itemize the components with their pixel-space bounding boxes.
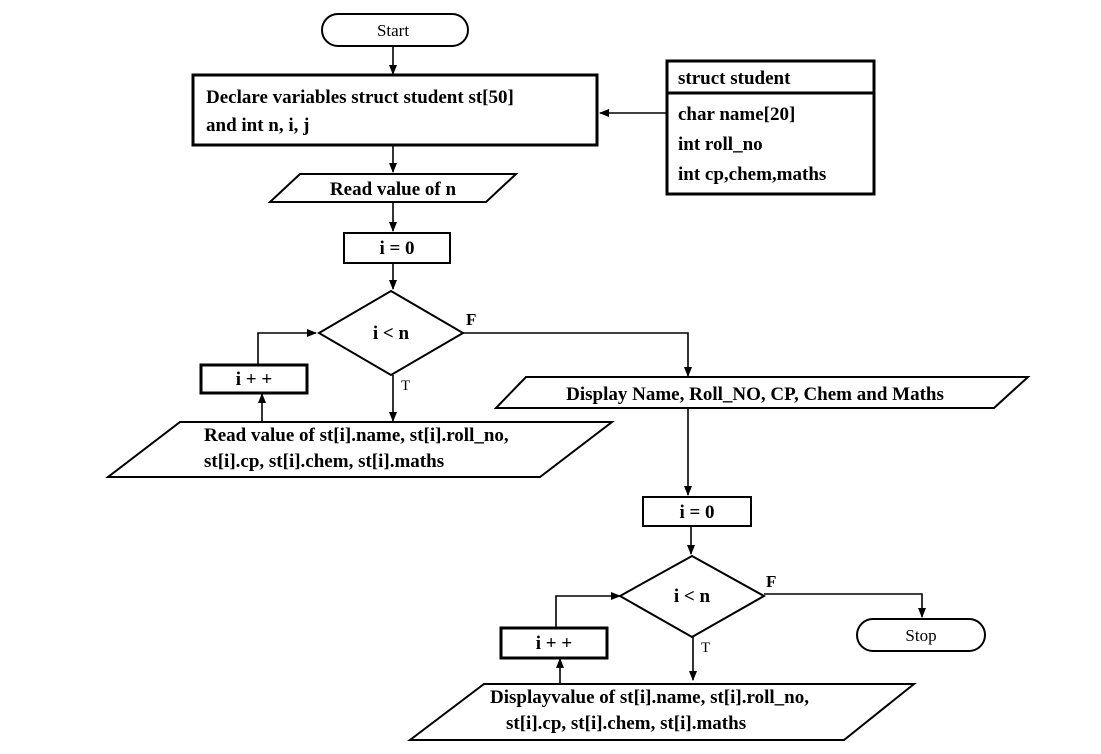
edge-cond2-stop-false bbox=[764, 593, 926, 618]
edge-cond1-display-false bbox=[463, 332, 692, 377]
struct-title: struct student bbox=[678, 68, 791, 89]
declare-node: Declare variables struct student st[50] … bbox=[191, 73, 599, 147]
display-values-line-2: st[i].cp, st[i].chem, st[i].maths bbox=[506, 713, 746, 734]
init-label-1: i = 0 bbox=[379, 238, 414, 259]
increment-node-2: i + + bbox=[499, 626, 609, 660]
decision-node-2: i < n F T bbox=[617, 554, 776, 656]
declare-line-2: and int n, i, j bbox=[206, 115, 309, 136]
edge-inc2-cond2 bbox=[555, 592, 621, 627]
edge-inc1-cond1 bbox=[257, 329, 317, 364]
decision-label-1: i < n bbox=[373, 323, 410, 344]
stop-node: Stop bbox=[856, 618, 986, 652]
increment-label-1: i + + bbox=[236, 369, 272, 390]
struct-definition: struct student char name[20] int roll_no… bbox=[665, 59, 876, 196]
display-header-node: Display Name, Roll_NO, CP, Chem and Math… bbox=[493, 376, 1031, 409]
display-header-label: Display Name, Roll_NO, CP, Chem and Math… bbox=[566, 384, 944, 405]
start-node: Start bbox=[321, 13, 469, 47]
read-n-node: Read value of n bbox=[267, 173, 519, 203]
display-values-node: Displayvalue of st[i].name, st[i].roll_n… bbox=[407, 683, 917, 741]
read-values-line-2: st[i].cp, st[i].chem, st[i].maths bbox=[204, 451, 444, 472]
read-n-label: Read value of n bbox=[330, 179, 457, 200]
edges bbox=[257, 46, 926, 684]
init-node-2: i = 0 bbox=[642, 496, 752, 527]
decision-1-false-label: F bbox=[466, 310, 476, 329]
init-label-2: i = 0 bbox=[679, 502, 714, 523]
decision-1-true-label: T bbox=[401, 378, 410, 394]
decision-label-2: i < n bbox=[674, 586, 711, 607]
struct-field-marks: int cp,chem,maths bbox=[678, 164, 826, 185]
start-label: Start bbox=[377, 21, 409, 40]
decision-2-false-label: F bbox=[766, 572, 776, 591]
init-node-1: i = 0 bbox=[343, 232, 451, 264]
struct-field-roll: int roll_no bbox=[678, 134, 763, 155]
declare-line-1: Declare variables struct student st[50] bbox=[206, 87, 514, 108]
struct-field-name: char name[20] bbox=[678, 104, 795, 125]
increment-node-1: i + + bbox=[199, 363, 309, 395]
stop-label: Stop bbox=[905, 626, 936, 645]
increment-label-2: i + + bbox=[536, 633, 572, 654]
read-values-node: Read value of st[i].name, st[i].roll_no,… bbox=[105, 421, 615, 478]
display-values-line-1: Displayvalue of st[i].name, st[i].roll_n… bbox=[490, 687, 809, 708]
read-values-line-1: Read value of st[i].name, st[i].roll_no, bbox=[204, 425, 509, 446]
decision-2-true-label: T bbox=[701, 640, 710, 656]
decision-node-1: i < n F T bbox=[317, 289, 476, 394]
